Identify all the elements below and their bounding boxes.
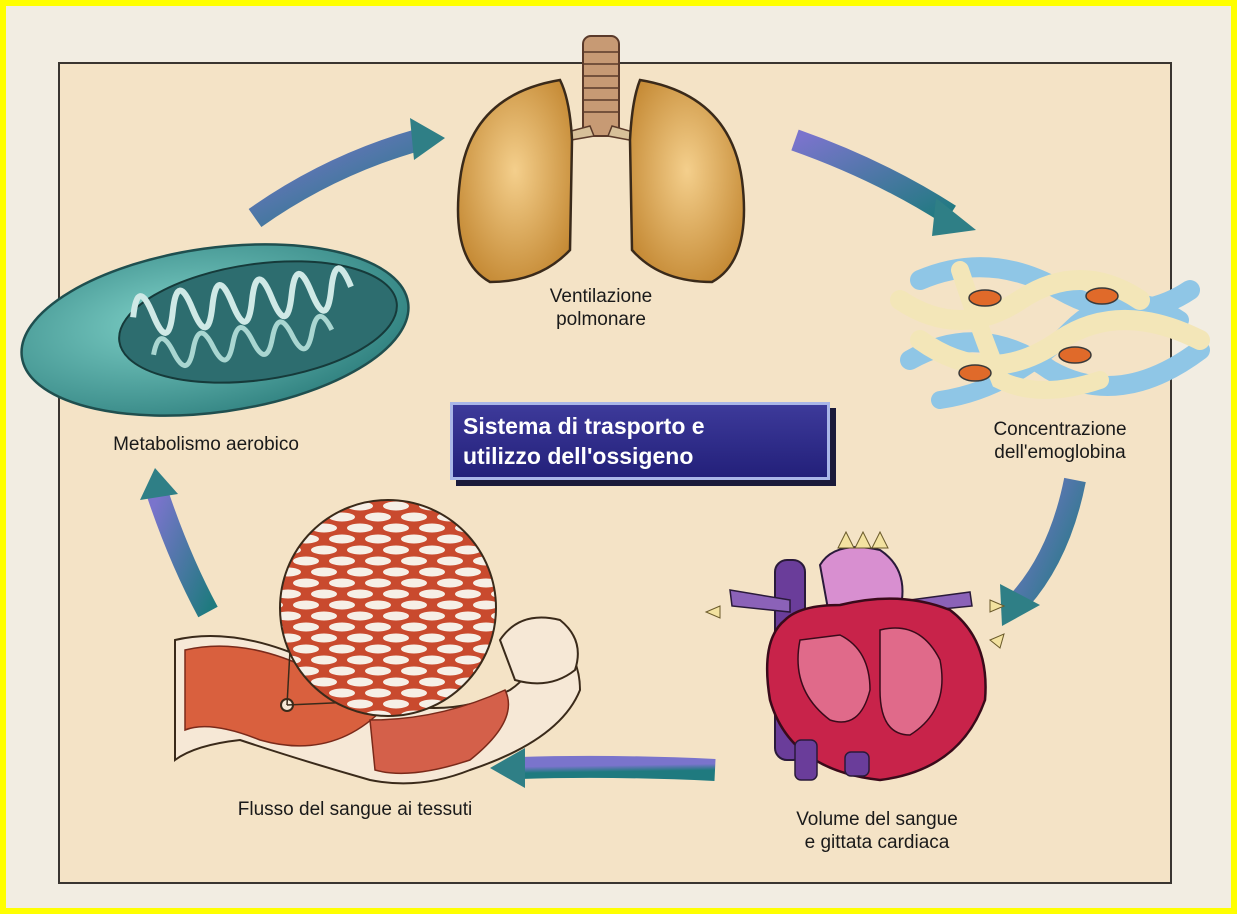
arrow-metabolism-to-lungs	[255, 118, 445, 218]
label-heart: Volume del sangue e gittata cardiaca	[752, 808, 1002, 854]
label-hemoglobin: Concentrazione dell'emoglobina	[955, 418, 1165, 464]
label-heart-line2: e gittata cardiaca	[752, 831, 1002, 854]
label-metabolism: Metabolismo aerobico	[66, 433, 346, 456]
label-blood-flow: Flusso del sangue ai tessuti	[175, 798, 535, 821]
lungs-icon	[458, 36, 744, 282]
label-ventilation-line2: polmonare	[515, 308, 687, 331]
arrow-hemoglobin-to-heart	[1000, 480, 1075, 626]
heart-icon	[706, 532, 1004, 780]
muscle-fiber-detail	[280, 500, 496, 716]
label-ventilation: Ventilazione polmonare	[515, 285, 687, 331]
hemoglobin-molecule-icon	[900, 267, 1200, 400]
label-hemoglobin-line2: dell'emoglobina	[955, 441, 1165, 464]
arrow-tissues-to-metabolism	[140, 468, 208, 612]
mitochondrion-icon	[10, 222, 419, 439]
label-metabolism-line1: Metabolismo aerobico	[66, 433, 346, 456]
label-hemoglobin-line1: Concentrazione	[955, 418, 1165, 441]
label-heart-line1: Volume del sangue	[752, 808, 1002, 831]
diagram-title: Sistema di trasporto e utilizzo dell'oss…	[450, 402, 830, 480]
arrow-heart-to-tissues	[490, 748, 715, 788]
label-ventilation-line1: Ventilazione	[515, 285, 687, 308]
label-blood-flow-line1: Flusso del sangue ai tessuti	[175, 798, 535, 821]
arrow-lungs-to-hemoglobin	[795, 140, 976, 236]
title-line2: utilizzo dell'ossigeno	[463, 441, 827, 471]
title-line1: Sistema di trasporto e	[463, 411, 827, 441]
